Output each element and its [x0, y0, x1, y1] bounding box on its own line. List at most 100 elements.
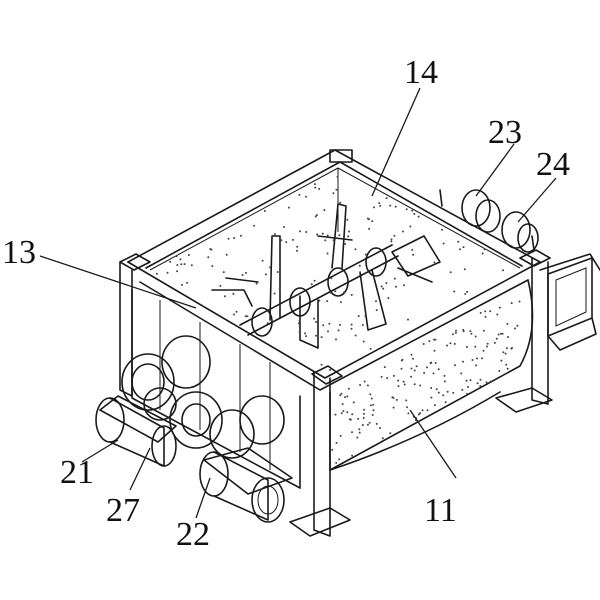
- stipple-dot: [500, 359, 503, 362]
- stipple-dot: [323, 209, 326, 212]
- label-13: 13: [2, 234, 36, 271]
- stipple-dot: [506, 322, 509, 325]
- stipple-dot: [502, 351, 505, 354]
- stipple-dot: [400, 359, 403, 362]
- leader-23: [475, 143, 515, 197]
- stipple-dot: [350, 293, 353, 296]
- stipple-dot: [465, 379, 468, 382]
- stipple-dot: [433, 349, 436, 352]
- stipple-dot: [514, 327, 516, 330]
- stipple-dot: [190, 264, 193, 267]
- stipple-dot: [406, 406, 408, 409]
- stipple-dot: [372, 403, 375, 406]
- stipple-dot: [207, 256, 210, 259]
- stipple-dot: [449, 271, 452, 274]
- stipple-dot: [372, 409, 375, 412]
- stipple-dot: [375, 309, 378, 312]
- label-21: 21: [60, 454, 94, 491]
- stipple-dot: [166, 271, 169, 274]
- stipple-dot: [464, 293, 467, 295]
- stipple-dot: [510, 302, 513, 305]
- stipple-dot: [484, 310, 487, 313]
- stipple-dot: [316, 233, 319, 236]
- stipple-dot: [368, 227, 371, 230]
- stipple-dot: [433, 261, 436, 264]
- stipple-dot: [362, 340, 365, 343]
- stipple-dot: [348, 418, 351, 421]
- stipple-dot: [497, 333, 500, 336]
- stipple-dot: [470, 332, 473, 335]
- stipple-dot: [446, 390, 449, 393]
- stipple-dot: [361, 424, 364, 426]
- stipple-dot: [183, 263, 186, 266]
- leader-22: [195, 477, 211, 519]
- stipple-dot: [342, 410, 345, 412]
- stipple-dot: [428, 340, 431, 343]
- stipple-dot: [403, 284, 405, 287]
- tank-frame: [119, 149, 600, 537]
- stipple-dot: [368, 218, 370, 221]
- stipple-dot: [326, 234, 329, 237]
- stipple-dot: [340, 392, 343, 395]
- leader-24: [517, 177, 557, 223]
- stipple-dot: [366, 423, 369, 426]
- stipple-dot: [225, 253, 228, 256]
- stipple-dot: [379, 427, 381, 429]
- stipple-dot: [419, 384, 422, 387]
- stipple-dot: [495, 337, 498, 340]
- stipple-dot: [466, 392, 469, 395]
- stipple-dot: [347, 235, 350, 238]
- stipple-dot: [507, 336, 509, 338]
- stipple-dot: [442, 242, 445, 245]
- stipple-dot: [433, 404, 436, 407]
- stipple-dot: [407, 318, 409, 321]
- stipple-dot: [338, 234, 341, 237]
- stipple-dot: [413, 212, 416, 215]
- stipple-dot: [313, 183, 316, 186]
- stipple-dot: [454, 331, 457, 334]
- stipple-dot: [389, 432, 392, 435]
- stipple-dot: [233, 313, 236, 316]
- stipple-dot: [283, 226, 286, 228]
- stipple-dot: [382, 287, 385, 290]
- stipple-dot: [321, 232, 324, 235]
- stipple-dot: [346, 218, 349, 221]
- stipple-dot: [245, 271, 247, 274]
- stipple-dot: [181, 283, 183, 286]
- stipple-dot: [501, 332, 504, 335]
- stipple-dot: [516, 324, 519, 327]
- stipple-dot: [375, 422, 378, 425]
- stipple-dot: [405, 208, 408, 211]
- stipple-dot: [437, 368, 440, 371]
- stipple-dot: [446, 344, 448, 347]
- stipple-dot: [373, 206, 375, 209]
- stipple-dot: [358, 431, 361, 434]
- stipple-dot: [410, 353, 413, 356]
- stipple-dot: [350, 327, 353, 330]
- stipple-dot: [285, 241, 288, 244]
- stipple-dot: [227, 237, 230, 240]
- leader-lines: [39, 87, 557, 519]
- drive-assembly-rear: [439, 189, 539, 253]
- stipple-dot: [430, 396, 433, 399]
- leader-11: [409, 409, 457, 479]
- stipple-dot: [339, 201, 342, 204]
- stipple-dot: [387, 297, 390, 300]
- stipple-dot: [410, 375, 413, 378]
- stipple-dot: [318, 187, 321, 190]
- stipple-dot: [305, 335, 308, 338]
- stipple-dot: [449, 342, 452, 345]
- stipple-dot: [380, 375, 383, 378]
- stipple-dot: [371, 414, 374, 416]
- stipple-dot: [392, 406, 395, 409]
- stipple-dot: [305, 195, 307, 198]
- stipple-dot: [341, 403, 344, 406]
- stipple-dot: [460, 372, 463, 375]
- stipple-dot: [481, 357, 483, 360]
- stipple-dot: [324, 239, 327, 242]
- stipple-dot: [304, 332, 307, 335]
- stipple-dot: [186, 281, 189, 284]
- stipple-dot: [397, 385, 400, 388]
- stipple-dot: [320, 336, 323, 339]
- stipple-dot: [358, 264, 361, 267]
